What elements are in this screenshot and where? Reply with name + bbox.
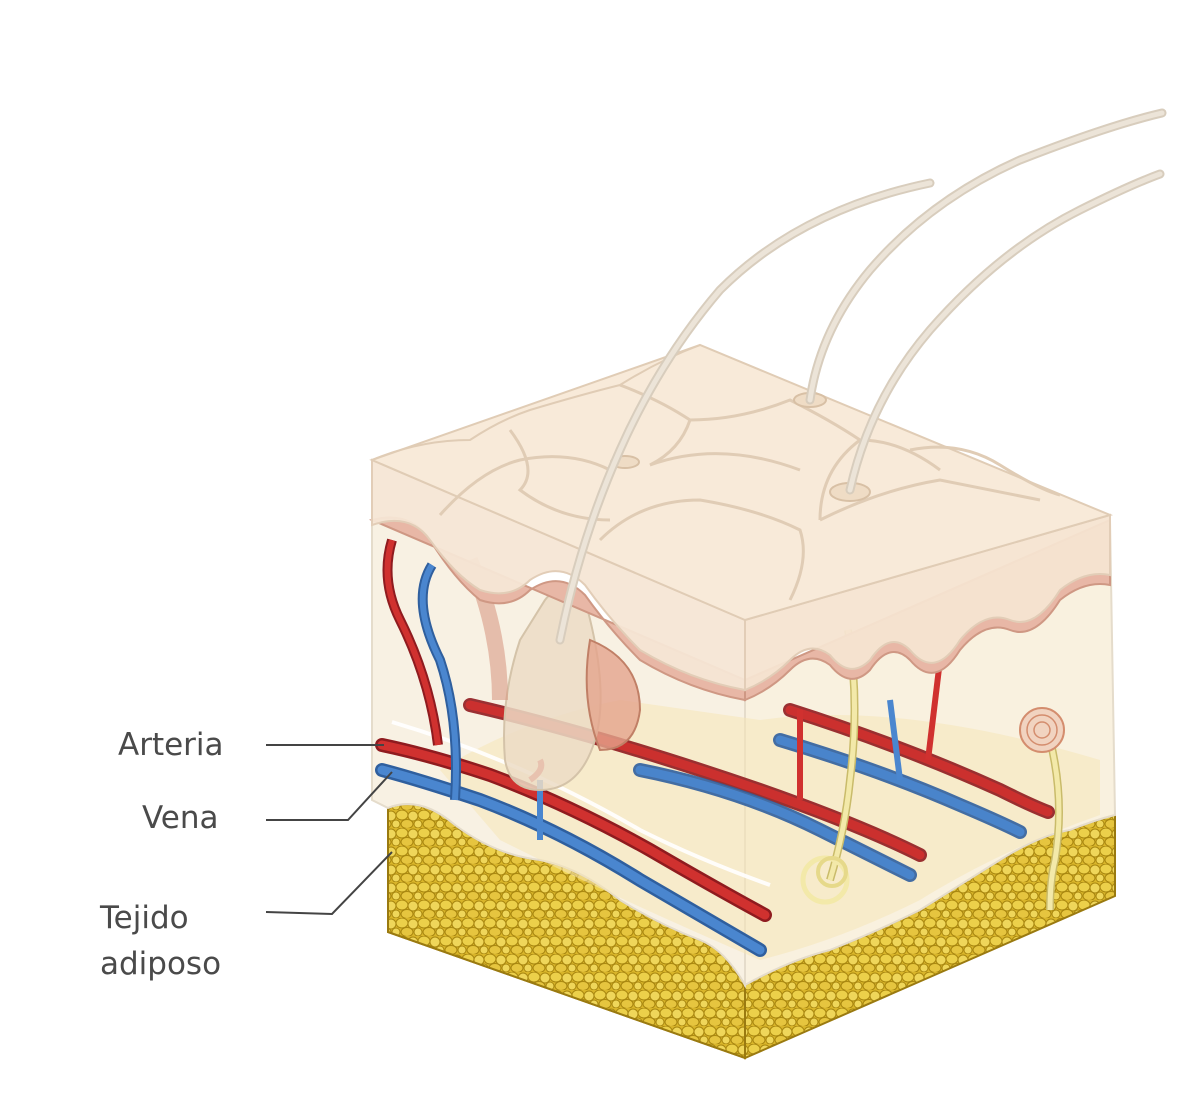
tejido-adiposo-label: Tejido adiposo	[100, 895, 221, 987]
hairs	[555, 108, 1167, 645]
skin-surface	[369, 343, 1114, 622]
vena-leader-line	[266, 771, 393, 821]
tejido-label-line1: Tejido	[100, 900, 189, 936]
blood-vessels	[375, 538, 1055, 957]
vena-label: Vena	[142, 800, 219, 836]
tejido-leader-line	[265, 851, 393, 916]
tejido-label-line2: adiposo	[100, 946, 222, 982]
leader-lines	[265, 744, 393, 916]
arteria-label: Arteria	[118, 727, 224, 763]
epidermis	[368, 458, 1111, 702]
